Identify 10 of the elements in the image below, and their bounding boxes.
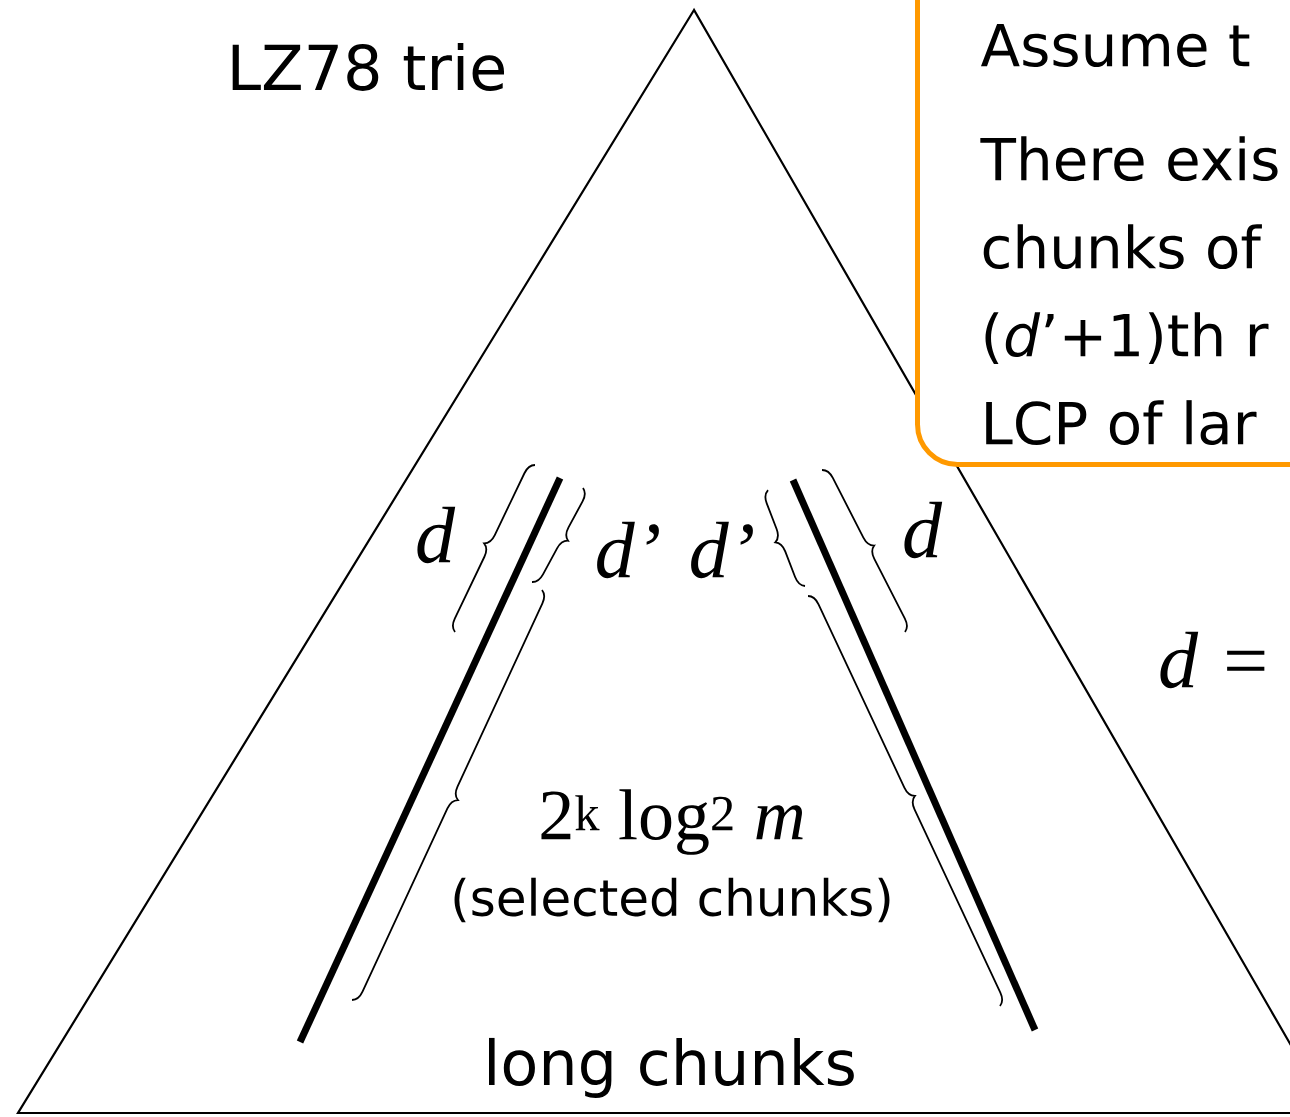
note-box: Assume t There exis chunks of (d’+1)th r LCP of lar [915, 0, 1290, 467]
math-label: d [904, 501, 943, 559]
trie-title: LZ78 trie [232, 42, 504, 91]
math-label: d [417, 506, 456, 564]
math-label: d’ [597, 521, 659, 579]
text-label: (selected chunks) [454, 877, 890, 923]
math-label: d = [1160, 631, 1265, 689]
trie-label: long chunks [489, 1037, 854, 1098]
math-label: 2$^{k}$ log$^{2}$ m [541, 789, 803, 855]
math-label: d’ [691, 521, 753, 579]
